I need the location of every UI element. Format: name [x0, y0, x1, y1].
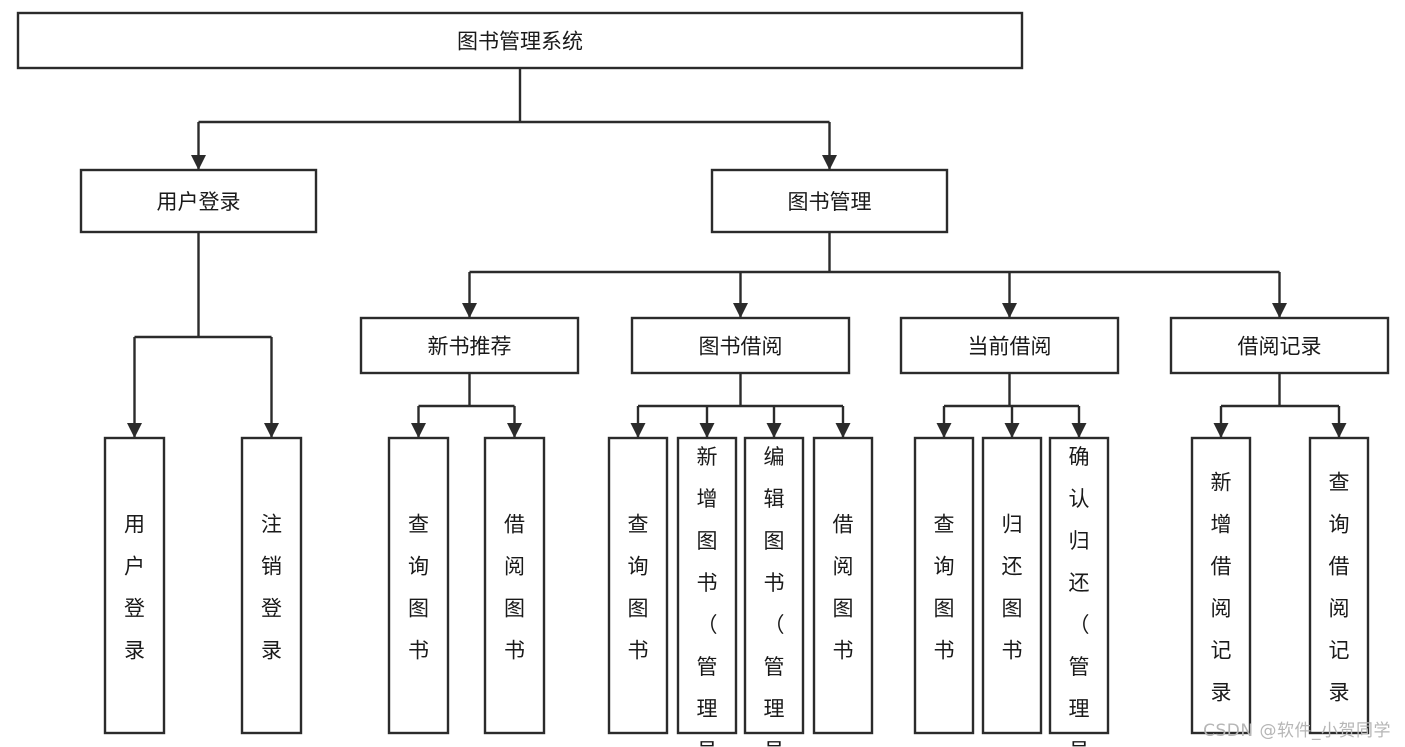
- node-root[interactable]: 图书管理系统: [16, 11, 1024, 70]
- node-user-login[interactable]: 用户登录: [79, 168, 318, 234]
- node-box-leaf-add-book-admin: [676, 436, 738, 735]
- node-label-leaf-user-login: 用户登录: [124, 513, 145, 663]
- node-box-leaf-logout: [240, 436, 303, 735]
- node-box-borrow-record: [1169, 316, 1390, 375]
- arrow-head-icon: [1331, 423, 1347, 438]
- arrow-head-icon: [1213, 423, 1229, 438]
- arrow-head-icon: [630, 423, 646, 438]
- node-label-leaf-edit-book-admin: 编辑图书（管理员）: [764, 445, 785, 747]
- node-label-leaf-query-book-current: 查询图书: [934, 513, 955, 663]
- node-label-book-borrow: 图书借阅: [699, 335, 783, 359]
- node-label-leaf-query-borrow-record: 查询借阅记录: [1329, 471, 1350, 705]
- node-label-leaf-borrow-book-recommend: 借阅图书: [504, 513, 525, 663]
- node-borrow-record[interactable]: 借阅记录: [1169, 316, 1390, 375]
- node-label-leaf-query-book-borrow: 查询图书: [628, 513, 649, 663]
- node-box-leaf-add-borrow-record: [1190, 436, 1252, 735]
- node-box-leaf-user-login: [103, 436, 166, 735]
- arrow-head-icon: [766, 423, 782, 438]
- arrow-head-icon: [733, 303, 748, 318]
- node-label-leaf-query-book-recommend: 查询图书: [408, 513, 429, 663]
- connector-layer: [127, 68, 1347, 438]
- node-box-leaf-confirm-return-admin: [1048, 436, 1110, 735]
- node-box-root: [16, 11, 1024, 70]
- node-label-leaf-add-borrow-record: 新增借阅记录: [1211, 471, 1232, 705]
- csdn-watermark: CSDN @软件_小贺同学: [1203, 721, 1391, 741]
- arrow-head-icon: [127, 423, 142, 438]
- node-box-leaf-query-book-recommend: [387, 436, 450, 735]
- node-new-book-recommend[interactable]: 新书推荐: [359, 316, 580, 375]
- node-box-new-book-recommend: [359, 316, 580, 375]
- connector-userlogin-to-leaves: [127, 232, 279, 438]
- arrow-head-icon: [191, 155, 206, 170]
- node-leaf-borrow-book[interactable]: 借阅图书: [812, 436, 874, 735]
- node-box-current-borrow: [899, 316, 1120, 375]
- arrow-head-icon: [1071, 423, 1087, 438]
- node-leaf-borrow-book-recommend[interactable]: 借阅图书: [483, 436, 546, 735]
- node-label-leaf-borrow-book: 借阅图书: [833, 513, 854, 663]
- node-leaf-edit-book-admin[interactable]: 编辑图书（管理员）: [743, 436, 805, 747]
- node-leaf-query-book-borrow[interactable]: 查询图书: [607, 436, 669, 735]
- arrow-head-icon: [462, 303, 477, 318]
- arrow-head-icon: [1004, 423, 1020, 438]
- node-label-borrow-record: 借阅记录: [1238, 335, 1322, 359]
- arrow-head-icon: [936, 423, 952, 438]
- node-label-current-borrow: 当前借阅: [968, 335, 1052, 359]
- arrow-head-icon: [699, 423, 715, 438]
- connector-bookmgmt-to-level3: [462, 232, 1287, 318]
- arrow-head-icon: [1002, 303, 1017, 318]
- node-leaf-logout[interactable]: 注销登录: [240, 436, 303, 735]
- arrow-head-icon: [264, 423, 279, 438]
- node-label-leaf-add-book-admin: 新增图书（管理员）: [697, 445, 718, 747]
- node-label-leaf-logout: 注销登录: [261, 513, 282, 663]
- node-layer: 图书管理系统用户登录图书管理新书推荐图书借阅当前借阅借阅记录用户登录注销登录查询…: [16, 11, 1390, 747]
- node-leaf-add-book-admin[interactable]: 新增图书（管理员）: [676, 436, 738, 747]
- node-box-leaf-query-book-borrow: [607, 436, 669, 735]
- arrow-head-icon: [835, 423, 851, 438]
- node-label-leaf-confirm-return-admin: 确认归还（管理员）: [1069, 445, 1090, 747]
- node-leaf-query-book-current[interactable]: 查询图书: [913, 436, 975, 735]
- node-box-leaf-borrow-book-recommend: [483, 436, 546, 735]
- node-label-book-management: 图书管理: [788, 190, 872, 214]
- node-book-borrow[interactable]: 图书借阅: [630, 316, 851, 375]
- node-label-new-book-recommend: 新书推荐: [428, 335, 512, 359]
- node-leaf-return-book[interactable]: 归还图书: [981, 436, 1043, 735]
- node-leaf-add-borrow-record[interactable]: 新增借阅记录: [1190, 436, 1252, 735]
- node-label-leaf-return-book: 归还图书: [1002, 513, 1023, 663]
- node-box-book-management: [710, 168, 949, 234]
- node-box-leaf-query-book-current: [913, 436, 975, 735]
- node-leaf-query-book-recommend[interactable]: 查询图书: [387, 436, 450, 735]
- node-current-borrow[interactable]: 当前借阅: [899, 316, 1120, 375]
- node-box-leaf-return-book: [981, 436, 1043, 735]
- node-label-root: 图书管理系统: [457, 30, 583, 54]
- node-book-management[interactable]: 图书管理: [710, 168, 949, 234]
- node-box-leaf-query-borrow-record: [1308, 436, 1370, 735]
- node-leaf-confirm-return-admin[interactable]: 确认归还（管理员）: [1048, 436, 1110, 747]
- arrow-head-icon: [507, 423, 522, 438]
- node-label-user-login: 用户登录: [157, 190, 241, 214]
- node-box-leaf-borrow-book: [812, 436, 874, 735]
- node-leaf-user-login[interactable]: 用户登录: [103, 436, 166, 735]
- node-box-book-borrow: [630, 316, 851, 375]
- arrow-head-icon: [822, 155, 837, 170]
- node-leaf-query-borrow-record[interactable]: 查询借阅记录: [1308, 436, 1370, 735]
- connector-root-to-level2: [191, 68, 837, 170]
- connector-borrow-to-leaves: [630, 373, 851, 438]
- node-box-leaf-edit-book-admin: [743, 436, 805, 735]
- node-box-user-login: [79, 168, 318, 234]
- connector-recommend-to-leaves: [411, 373, 522, 438]
- connector-current-to-leaves: [936, 373, 1087, 438]
- arrow-head-icon: [1272, 303, 1287, 318]
- connector-record-to-leaves: [1213, 373, 1347, 438]
- arrow-head-icon: [411, 423, 426, 438]
